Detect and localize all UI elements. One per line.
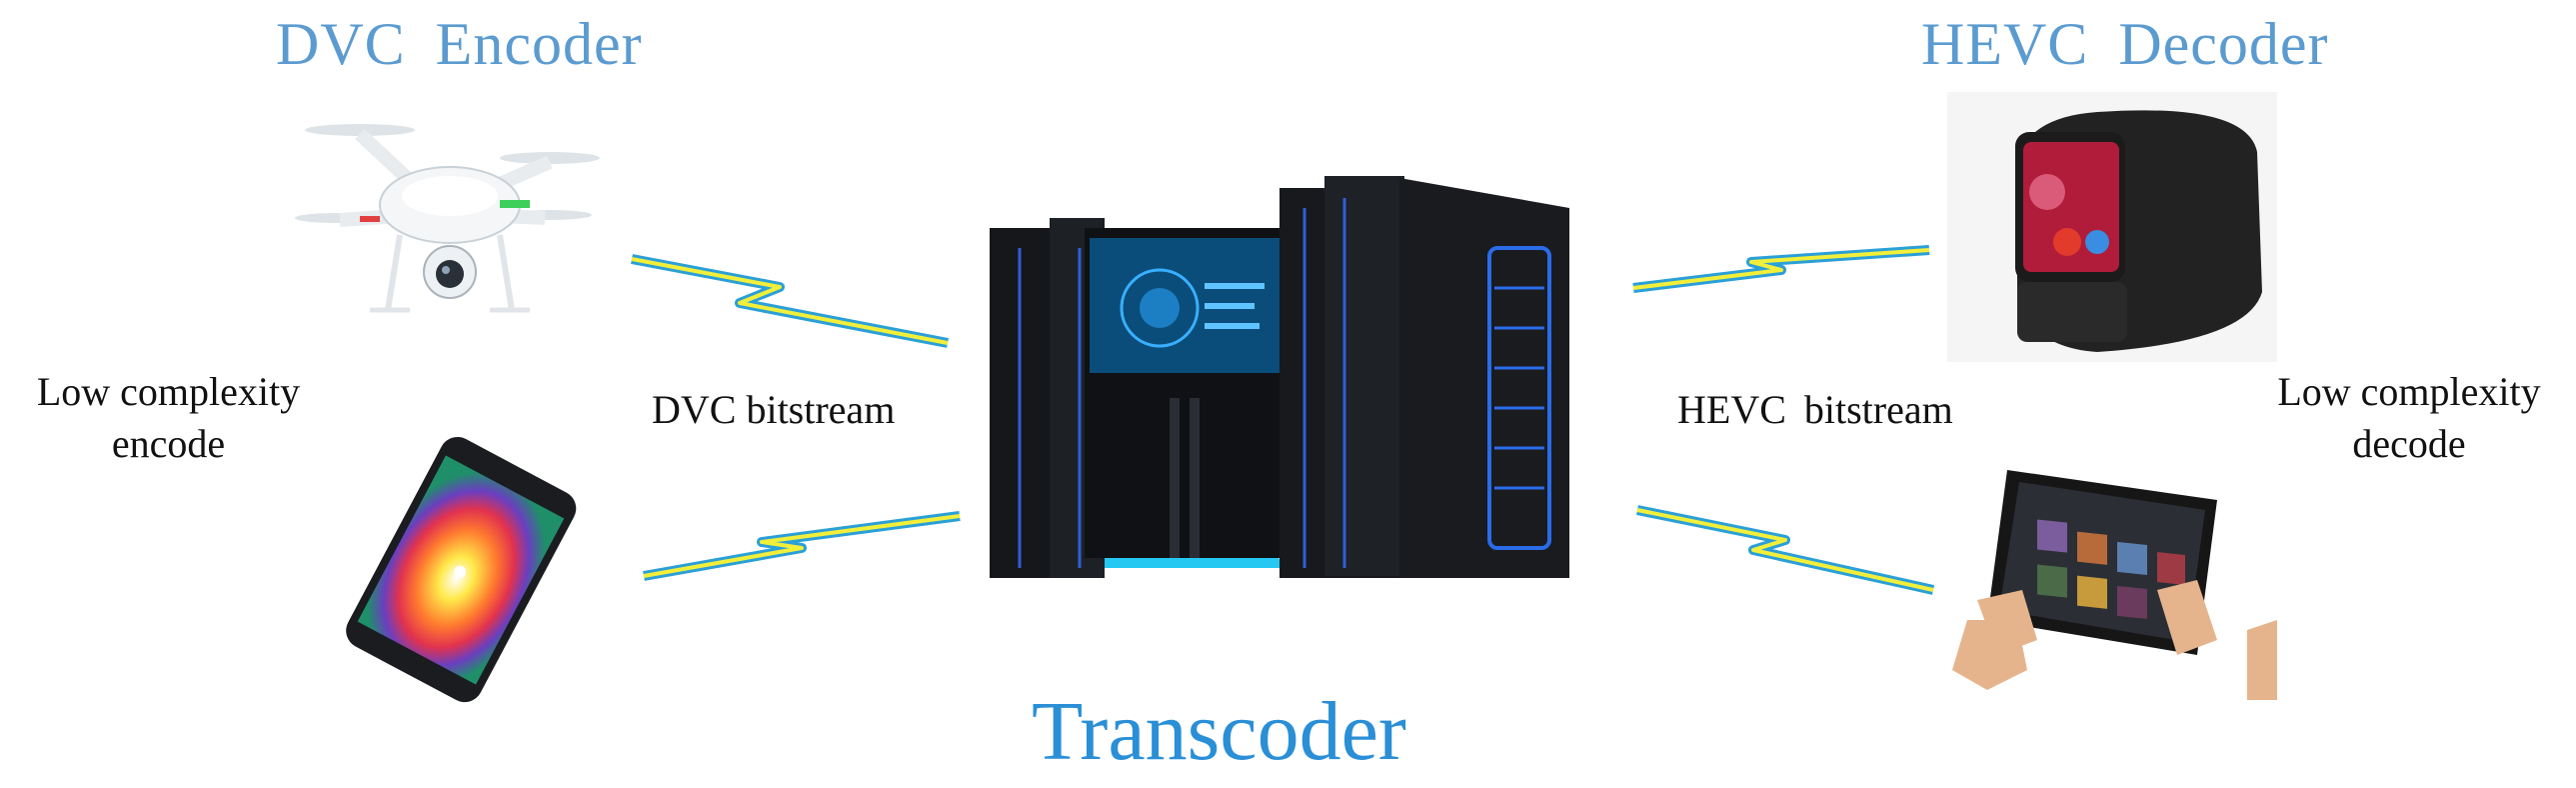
wireless-link-icon xyxy=(631,254,949,348)
drone-icon xyxy=(295,124,600,313)
encoder-title: DVC Encoder xyxy=(276,11,643,77)
smartwatch-icon xyxy=(1947,92,2277,362)
server-rack-icon xyxy=(990,176,1569,578)
wireless-link-icon xyxy=(1636,505,1935,595)
right-bitstream-label: HEVC bitstream xyxy=(1677,387,1953,432)
right-side-label: Low complexity decode xyxy=(2277,369,2541,466)
wireless-link-icon xyxy=(643,511,961,581)
left-side-label: Low complexity encode xyxy=(36,369,301,466)
tablet-icon xyxy=(1947,440,2277,710)
wireless-link-icon xyxy=(1632,245,1930,293)
smartphone-icon xyxy=(346,436,577,703)
decoder-title: HEVC Decoder xyxy=(1921,11,2329,77)
transcoder-title: Transcoder xyxy=(1032,685,1406,778)
left-bitstream-label: DVC bitstream xyxy=(652,387,896,432)
